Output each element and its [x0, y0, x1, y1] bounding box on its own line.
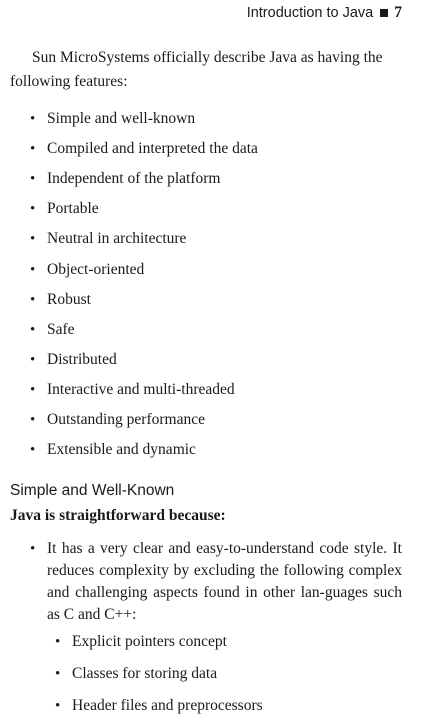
- list-item-text: Robust: [47, 290, 91, 308]
- list-item-text: Independent of the platform: [47, 170, 221, 188]
- bullet-icon: •: [30, 381, 36, 398]
- list-item-text: Compiled and interpreted the data: [47, 140, 258, 158]
- bullet-icon: •: [30, 412, 36, 428]
- bullet-icon: •: [55, 634, 61, 650]
- list-item-text: Object-oriented: [47, 260, 145, 278]
- bullet-icon: •: [30, 541, 36, 557]
- bullet-icon: •: [30, 321, 36, 338]
- page-number: 7: [394, 4, 402, 21]
- square-separator-icon: [380, 8, 389, 17]
- bullet-icon: •: [30, 442, 36, 459]
- list-item-text: Header files and preprocessors: [72, 697, 263, 714]
- bullet-icon: •: [30, 201, 36, 218]
- bullet-icon: •: [30, 261, 36, 278]
- list-item-text: Outstanding performance: [47, 411, 205, 428]
- bullet-icon: •: [30, 111, 36, 127]
- list-item-text: Distributed: [47, 350, 117, 368]
- running-head: Introduction to Java 7: [247, 2, 402, 24]
- list-item-text: Explicit pointers concept: [72, 633, 227, 650]
- chapter-title: Introduction to Java: [246, 5, 374, 21]
- list-item-text: Extensible and dynamic: [47, 441, 196, 459]
- list-item-text: Classes for storing data: [72, 665, 218, 682]
- list-item-text: Simple and well-known: [47, 110, 196, 127]
- bullet-icon: •: [30, 171, 36, 188]
- bold-lead-sentence: Java is straightforward because:: [10, 507, 226, 524]
- list-item-text: Portable: [47, 200, 99, 218]
- intro-paragraph: Sun MicroSystems officially describe Jav…: [10, 49, 383, 90]
- bullet-icon: •: [30, 351, 36, 368]
- bullet-icon: •: [55, 666, 61, 682]
- list-item-text: Neutral in architecture: [47, 230, 187, 248]
- section-heading: Simple and Well-Known: [10, 482, 175, 499]
- explanation-paragraph: It has a very clear and easy-to-understa…: [47, 540, 402, 623]
- bullet-icon: •: [30, 291, 36, 308]
- bullet-icon: •: [55, 698, 61, 714]
- list-item-text: Safe: [47, 320, 75, 338]
- bullet-icon: •: [30, 141, 36, 158]
- list-item-text: Interactive and multi-threaded: [47, 380, 235, 398]
- bullet-icon: •: [30, 231, 36, 248]
